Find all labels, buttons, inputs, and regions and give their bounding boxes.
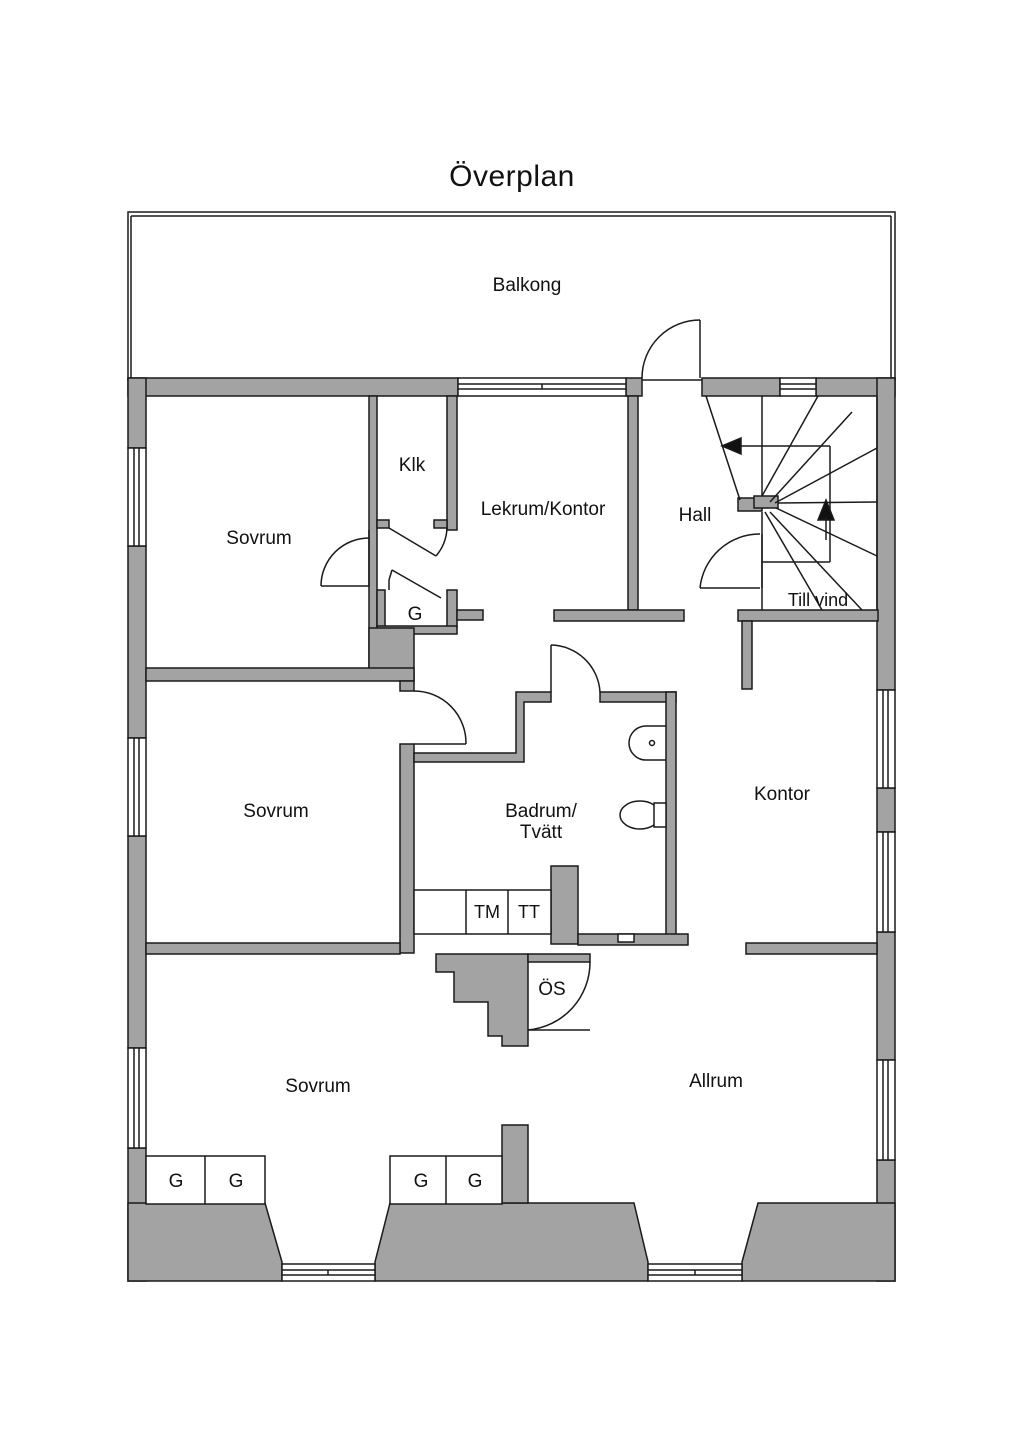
label-os: ÖS (538, 979, 565, 1000)
top-windows (457, 377, 817, 397)
label-sovrum-2: Sovrum (243, 801, 308, 822)
label-g-closet: G (408, 604, 423, 625)
label-hall: Hall (679, 505, 712, 526)
fixtures (617, 725, 667, 943)
label-till-vind: Till vind (788, 590, 848, 610)
label-klk: Klk (399, 455, 426, 476)
label-sovrum-3: Sovrum (285, 1076, 350, 1097)
outer-walls (127, 377, 896, 1282)
staircase (705, 395, 878, 611)
room-labels: Balkong Sovrum Klk Lekrum/Kontor Hall Ti… (169, 275, 849, 1192)
label-g-wardrobe-3: G (414, 1171, 429, 1192)
wardrobes (145, 1155, 503, 1205)
plan-title: Överplan (449, 160, 575, 193)
doors (320, 319, 763, 1031)
bottom-windows (281, 1263, 743, 1282)
label-balkong: Balkong (493, 275, 562, 296)
label-g-wardrobe-1: G (169, 1171, 184, 1192)
label-tt: TT (518, 902, 540, 922)
label-sovrum-1: Sovrum (226, 528, 291, 549)
interior-walls (145, 395, 879, 1204)
label-badrum: Badrum/ (505, 801, 578, 822)
label-lekrum-kontor: Lekrum/Kontor (481, 499, 606, 520)
balcony-outline (127, 211, 896, 381)
label-tm: TM (474, 902, 500, 922)
label-tvatt: Tvätt (520, 822, 563, 843)
side-windows (127, 447, 896, 1161)
label-kontor: Kontor (754, 784, 811, 805)
label-g-wardrobe-4: G (468, 1171, 483, 1192)
bathroom-shelf (413, 889, 552, 935)
label-g-wardrobe-2: G (229, 1171, 244, 1192)
label-allrum: Allrum (689, 1071, 743, 1092)
